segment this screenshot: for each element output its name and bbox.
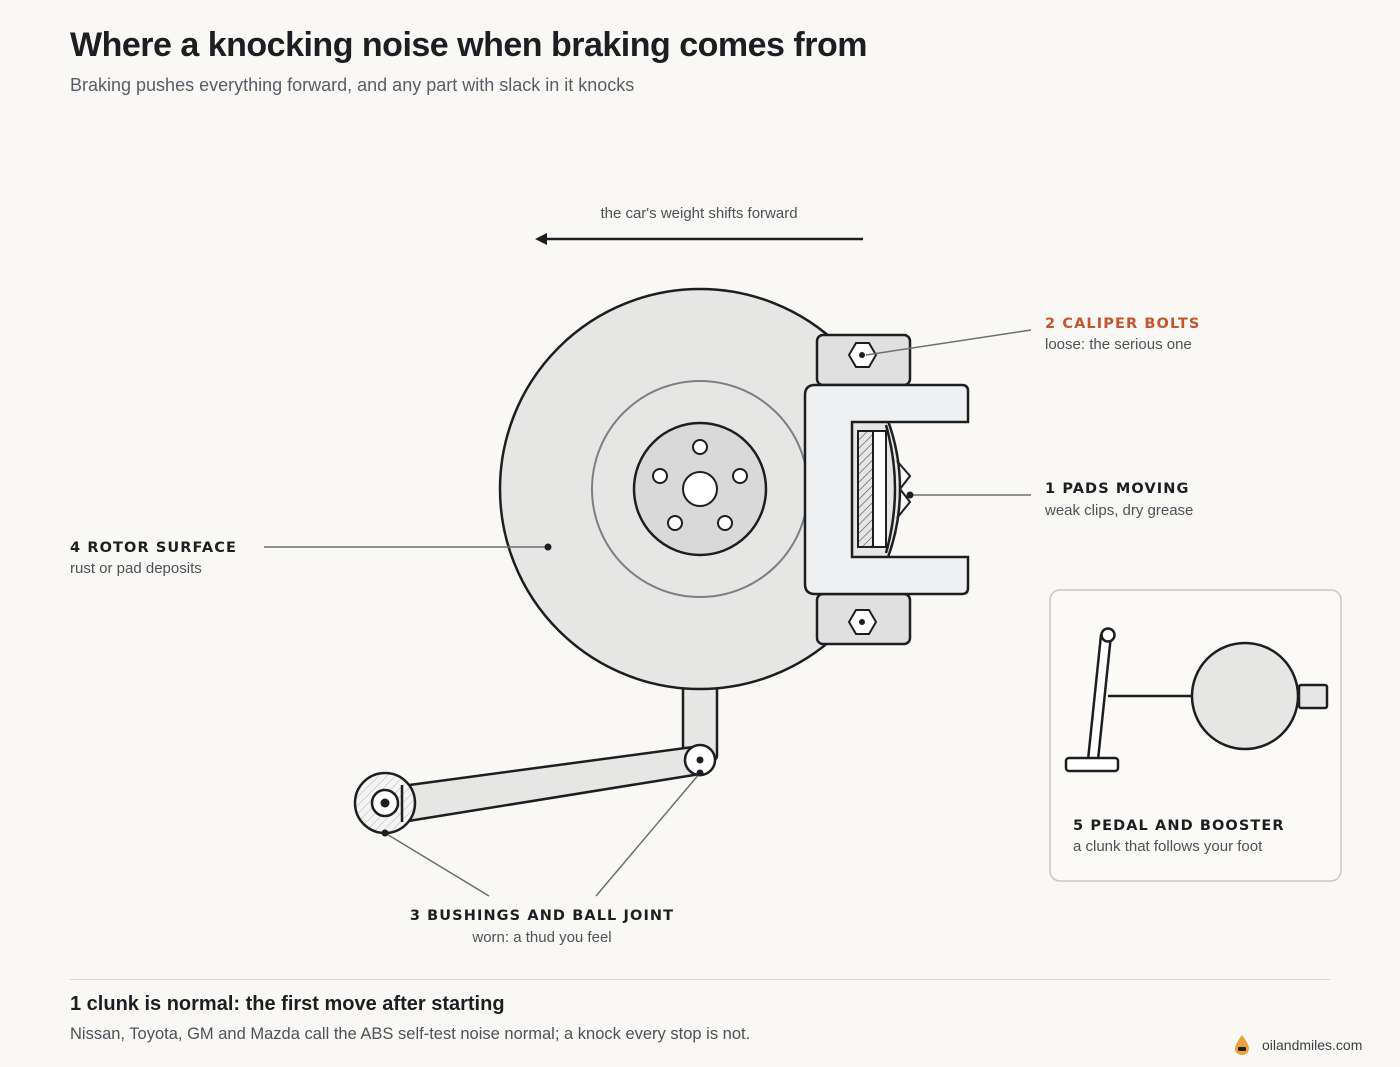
pedal-pivot xyxy=(1100,627,1116,643)
pedal-booster-card: 5 PEDAL AND BOOSTER a clunk that follows… xyxy=(1049,589,1342,882)
callout-note: loose: the serious one xyxy=(1045,336,1192,353)
footer-title: 1 clunk is normal: the first move after … xyxy=(70,993,505,1015)
oil-drop-icon xyxy=(1235,1035,1249,1055)
callout-caliper-bolts: 2 CALIPER BOLTS loose: the serious one xyxy=(1045,316,1200,353)
callout-title: 4 ROTOR SURFACE xyxy=(70,540,237,556)
rotor-edge xyxy=(884,424,897,554)
brand[interactable]: oilandmiles.com xyxy=(1234,1034,1362,1056)
callout-note: rust or pad deposits xyxy=(70,560,202,577)
leader-lines xyxy=(264,329,1032,897)
control-arm xyxy=(353,743,717,835)
brake-pedal-pad xyxy=(1064,756,1120,773)
lug-hole xyxy=(717,515,733,531)
brand-link[interactable]: oilandmiles.com xyxy=(1262,1037,1363,1053)
master-cylinder xyxy=(1297,683,1329,710)
caliper-body xyxy=(803,383,970,596)
wheel-hub xyxy=(632,421,768,557)
page-title: Where a knocking noise when braking come… xyxy=(70,26,867,64)
callout-note: worn: a thud you feel xyxy=(471,929,611,946)
brake-pad xyxy=(857,430,887,548)
callout-pads-moving: 1 PADS MOVING weak clips, dry grease xyxy=(1044,481,1193,519)
page-subtitle: Braking pushes everything forward, and a… xyxy=(70,75,635,95)
weight-shift-label: the car's weight shifts forward xyxy=(600,205,797,222)
callout-note: a clunk that follows your foot xyxy=(1073,838,1263,855)
callout-title: 3 BUSHINGS AND BALL JOINT xyxy=(410,908,674,924)
lug-hole xyxy=(667,515,683,531)
pad-clip xyxy=(896,460,912,519)
callout-title: 5 PEDAL AND BOOSTER xyxy=(1073,818,1285,834)
callout-rotor-surface: 4 ROTOR SURFACE rust or pad deposits xyxy=(70,540,237,577)
callout-bushings: 3 BUSHINGS AND BALL JOINT worn: a thud y… xyxy=(410,908,674,946)
callout-title: 1 PADS MOVING xyxy=(1045,481,1190,497)
lug-hole xyxy=(652,468,668,484)
brake-booster xyxy=(1190,641,1300,751)
callout-title: 2 CALIPER BOLTS xyxy=(1045,316,1200,332)
weight-shift-arrow: the car's weight shifts forward xyxy=(535,205,863,245)
footer-divider xyxy=(70,979,1330,980)
footer-note: Nissan, Toyota, GM and Mazda call the AB… xyxy=(70,1025,751,1043)
lug-hole xyxy=(692,439,708,455)
lug-hole xyxy=(732,468,748,484)
callout-note: weak clips, dry grease xyxy=(1044,502,1193,519)
